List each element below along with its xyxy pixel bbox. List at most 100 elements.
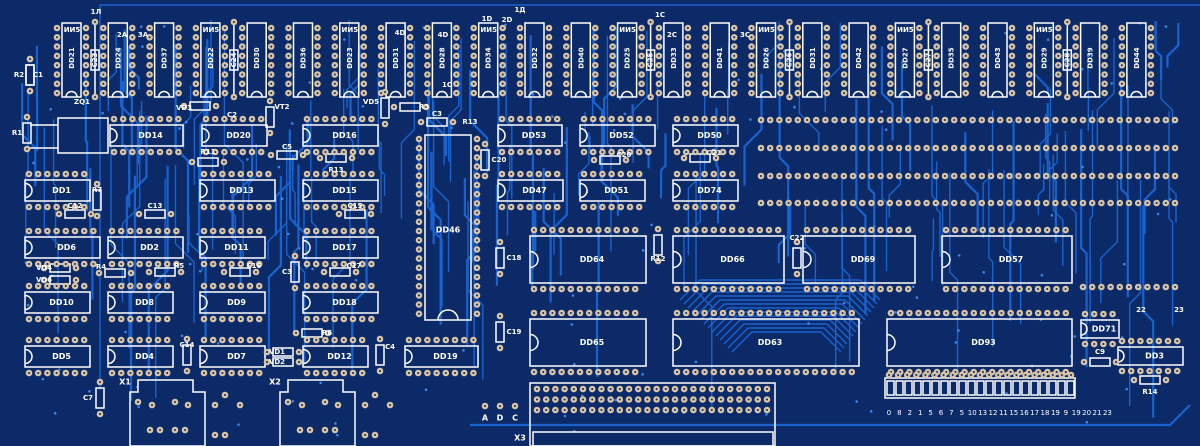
pad	[887, 34, 894, 41]
pad	[239, 148, 247, 156]
connector-label: X1	[119, 378, 131, 387]
pad	[609, 80, 616, 88]
pad	[969, 172, 976, 180]
pad	[904, 116, 912, 124]
pad	[631, 368, 639, 376]
pad	[367, 210, 375, 218]
pad	[331, 71, 339, 78]
pad	[331, 89, 339, 97]
pad	[726, 396, 734, 403]
pad	[453, 61, 460, 69]
pad	[163, 282, 171, 290]
pad	[576, 368, 584, 376]
pad	[473, 273, 481, 281]
dip-switch	[985, 380, 994, 396]
pad	[100, 52, 107, 60]
pad	[358, 170, 366, 178]
pad	[914, 199, 921, 207]
pad	[129, 52, 136, 60]
pad	[507, 203, 515, 211]
pad	[415, 246, 423, 253]
pad	[1053, 309, 1060, 317]
pad	[200, 227, 208, 235]
pad	[267, 24, 275, 32]
pin-label: 1C	[442, 81, 452, 89]
pad	[987, 172, 995, 180]
pad	[90, 227, 97, 235]
chip-label: DD9	[227, 298, 246, 307]
pad	[349, 170, 357, 178]
pad	[916, 71, 923, 78]
pad	[517, 203, 524, 211]
pad	[913, 371, 920, 379]
pad	[1116, 199, 1124, 207]
pad	[53, 315, 60, 323]
pad	[736, 396, 743, 403]
pad	[314, 43, 321, 50]
pad	[617, 170, 625, 178]
pad	[129, 89, 136, 97]
pad	[25, 336, 33, 344]
pad	[765, 309, 773, 317]
pad	[916, 43, 923, 50]
pad	[988, 226, 996, 234]
pad	[453, 34, 460, 41]
pad	[1042, 116, 1050, 124]
pad	[192, 34, 200, 41]
pad	[453, 89, 460, 97]
pad	[331, 315, 338, 323]
pad	[117, 227, 125, 235]
pad	[1033, 172, 1041, 180]
pad	[349, 203, 357, 211]
pad	[516, 52, 524, 60]
switch-number: 5	[928, 409, 932, 417]
pad	[82, 80, 90, 88]
pad	[1024, 144, 1032, 152]
pad	[53, 61, 61, 69]
pad	[358, 282, 366, 290]
pad	[1062, 285, 1069, 293]
component-label: VD1	[269, 348, 285, 356]
pad	[563, 89, 570, 97]
pad	[794, 172, 802, 180]
pad	[406, 34, 414, 41]
pad	[498, 148, 506, 156]
pad	[1137, 337, 1144, 345]
pad	[561, 396, 568, 403]
chip-label: DD19	[433, 352, 458, 361]
pad	[609, 61, 616, 69]
pad	[638, 43, 645, 50]
pad	[748, 71, 755, 78]
pad	[950, 144, 958, 152]
pad	[331, 369, 338, 377]
pad	[987, 144, 995, 152]
pad	[812, 144, 820, 152]
ic-chip	[107, 236, 184, 259]
pad	[1026, 61, 1033, 69]
pad	[285, 89, 292, 97]
chip-label: DD15	[332, 186, 357, 195]
pad	[589, 115, 597, 123]
pad	[1033, 199, 1041, 207]
pad	[763, 396, 771, 403]
switch-number: 5	[960, 409, 964, 417]
pin-label: 4D	[395, 29, 406, 37]
pad	[470, 61, 478, 69]
pad	[1101, 52, 1108, 60]
pad	[961, 285, 968, 293]
pad	[638, 89, 645, 97]
pad	[267, 80, 275, 88]
ic-chip	[107, 22, 129, 98]
pad	[321, 426, 329, 434]
pad	[545, 24, 553, 32]
pad	[1134, 144, 1142, 152]
pad	[803, 199, 811, 207]
pad	[517, 148, 524, 156]
component-label: R1	[12, 129, 22, 137]
pad	[415, 264, 423, 272]
pad	[154, 227, 162, 235]
pad	[295, 358, 303, 366]
pad	[526, 148, 533, 156]
ic-chip	[529, 235, 647, 284]
ic-chip	[1033, 22, 1055, 98]
